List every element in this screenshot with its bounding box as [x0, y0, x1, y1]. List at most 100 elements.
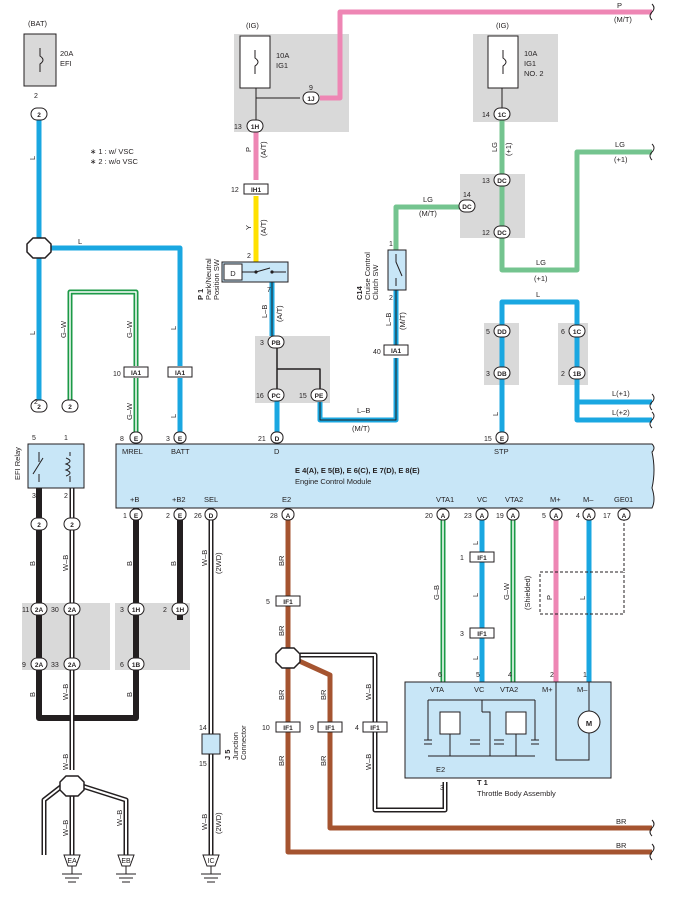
- svg-text:A: A: [511, 513, 516, 520]
- connector-ovals: [30, 91, 586, 671]
- svg-text:BR: BR: [277, 625, 286, 636]
- svg-text:2: 2: [163, 607, 167, 614]
- svg-text:P: P: [545, 595, 554, 600]
- svg-text:E 4(A), E 5(B), E 6(C), E 7(D): E 4(A), E 5(B), E 6(C), E 7(D), E 8(E): [295, 466, 420, 475]
- svg-text:3: 3: [32, 493, 36, 500]
- svg-text:IF1: IF1: [283, 599, 293, 606]
- svg-text:LG: LG: [536, 258, 546, 267]
- svg-text:8: 8: [120, 436, 124, 443]
- svg-text:EB: EB: [121, 858, 131, 865]
- svg-text:2: 2: [37, 112, 41, 119]
- svg-text:2: 2: [37, 522, 41, 529]
- svg-text:L: L: [169, 326, 178, 330]
- svg-text:1H: 1H: [251, 124, 260, 131]
- svg-text:17: 17: [603, 513, 611, 520]
- svg-text:DB: DB: [497, 371, 507, 378]
- svg-text:2: 2: [34, 93, 38, 100]
- svg-text:M+: M+: [542, 685, 553, 694]
- svg-text:33: 33: [51, 662, 59, 669]
- legend: ∗ 1 : w/ VSC ∗ 2 : w/o VSC: [90, 147, 139, 166]
- svg-text:LG: LG: [423, 195, 433, 204]
- svg-text:PB: PB: [271, 340, 280, 347]
- svg-text:G–B: G–B: [432, 585, 441, 600]
- svg-text:9: 9: [309, 85, 313, 92]
- svg-text:14: 14: [463, 192, 471, 199]
- cruise-clutch-switch: 1 2 C14 Cruise Control Clutch SW: [355, 241, 407, 302]
- svg-text:G–W: G–W: [125, 402, 134, 420]
- svg-text:(M/T): (M/T): [614, 15, 632, 24]
- svg-text:L–B: L–B: [384, 313, 393, 326]
- svg-text:4: 4: [508, 672, 512, 679]
- svg-text:LG: LG: [490, 142, 499, 152]
- svg-text:BR: BR: [277, 689, 286, 700]
- svg-text:40: 40: [373, 349, 381, 356]
- svg-text:PC: PC: [271, 393, 280, 400]
- svg-text:E: E: [134, 436, 139, 443]
- svg-text:23: 23: [464, 513, 472, 520]
- svg-text:13: 13: [482, 178, 490, 185]
- svg-text:A: A: [286, 513, 291, 520]
- svg-text:6: 6: [561, 329, 565, 336]
- junction-connector: 14 15 J 5 Junction Connector: [199, 725, 248, 768]
- svg-text:20: 20: [425, 513, 433, 520]
- svg-text:2: 2: [247, 253, 251, 260]
- svg-text:M–: M–: [583, 495, 594, 504]
- svg-text:6: 6: [438, 672, 442, 679]
- svg-text:5: 5: [266, 599, 270, 606]
- svg-text:14: 14: [199, 725, 207, 732]
- svg-text:P: P: [617, 1, 622, 10]
- svg-text:26: 26: [194, 513, 202, 520]
- svg-text:IG1: IG1: [276, 61, 288, 70]
- svg-text:11: 11: [22, 607, 29, 614]
- svg-text:W–B: W–B: [200, 550, 209, 566]
- svg-text:A: A: [587, 513, 592, 520]
- svg-text:Junction: Junction: [231, 732, 240, 760]
- svg-text:Position SW: Position SW: [212, 258, 221, 300]
- svg-text:M: M: [586, 719, 592, 728]
- svg-text:5: 5: [476, 672, 480, 679]
- svg-text:1: 1: [123, 513, 127, 520]
- svg-text:PE: PE: [315, 393, 324, 400]
- svg-text:M–: M–: [577, 685, 588, 694]
- svg-text:B: B: [28, 561, 37, 566]
- svg-text:BR: BR: [277, 755, 286, 766]
- svg-text:L: L: [471, 541, 480, 545]
- svg-text:5: 5: [486, 329, 490, 336]
- svg-text:L: L: [28, 156, 37, 160]
- svg-text:A: A: [622, 513, 627, 520]
- svg-text:NO. 2: NO. 2: [524, 69, 544, 78]
- svg-text:B: B: [169, 561, 178, 566]
- svg-text:2: 2: [64, 493, 68, 500]
- svg-text:(+1): (+1): [534, 274, 548, 283]
- svg-text:BR: BR: [616, 817, 627, 826]
- svg-text:W–B: W–B: [61, 684, 70, 700]
- svg-text:L–B: L–B: [260, 305, 269, 318]
- svg-text:VTA1: VTA1: [436, 495, 454, 504]
- svg-text:28: 28: [270, 513, 278, 520]
- svg-text:P: P: [244, 147, 253, 152]
- svg-text:1H: 1H: [176, 607, 185, 614]
- svg-text:EFI Relay: EFI Relay: [13, 447, 22, 480]
- svg-text:3: 3: [120, 607, 124, 614]
- svg-text:M+: M+: [550, 495, 561, 504]
- fuse-bat: (BAT) 20A EFI 2: [23, 19, 73, 100]
- svg-text:(Shielded): (Shielded): [523, 575, 532, 610]
- svg-text:D: D: [275, 436, 280, 443]
- svg-text:L: L: [491, 412, 500, 416]
- svg-text:1B: 1B: [573, 371, 582, 378]
- svg-text:IA1: IA1: [131, 370, 142, 377]
- svg-text:A: A: [480, 513, 485, 520]
- svg-text:DC: DC: [497, 230, 507, 237]
- svg-text:SEL: SEL: [204, 495, 218, 504]
- svg-text:20A: 20A: [60, 49, 73, 58]
- ecm-bottom-pins: E 1 +B E 2 +B2 D 26 SEL A 28 E2 A 20 VTA…: [123, 495, 633, 521]
- svg-text:D: D: [274, 447, 280, 456]
- svg-text:2: 2: [166, 513, 170, 520]
- fuse-ig1: (IG) 10A IG1: [239, 21, 289, 89]
- svg-text:2: 2: [37, 404, 41, 411]
- svg-text:P 1: P 1: [196, 289, 205, 300]
- pin-numbers: 9 13 14 13 14 12 12 3 16 15 5 3 6 2 40 1…: [22, 85, 565, 669]
- svg-text:2: 2: [561, 371, 565, 378]
- svg-text:(+1): (+1): [614, 155, 628, 164]
- park-neutral-switch: D 2 7 P 1 Park/Neutral Position SW: [196, 253, 289, 300]
